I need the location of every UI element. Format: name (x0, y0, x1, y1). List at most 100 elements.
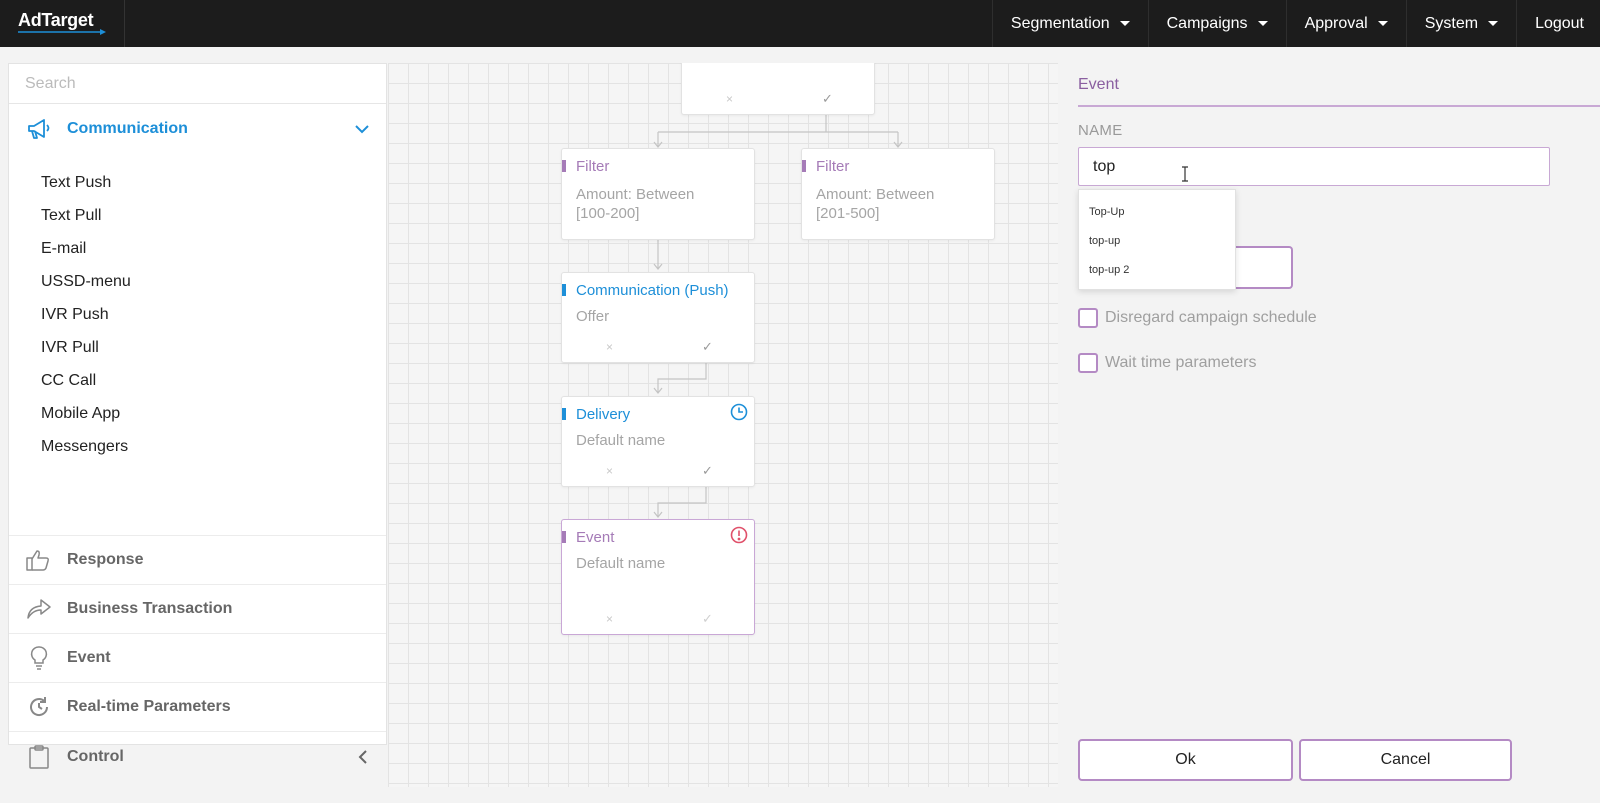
sidebar-item-email[interactable]: E-mail (41, 240, 87, 257)
sidebar-item-text-pull[interactable]: Text Pull (41, 207, 102, 224)
node-type-marker (562, 408, 566, 420)
app-logo[interactable]: AdTarget (0, 0, 125, 47)
node-subtitle: Offer (576, 308, 610, 325)
cancel-button[interactable]: Cancel (1299, 739, 1512, 781)
reject-icon[interactable]: × (606, 612, 614, 626)
alert-icon[interactable] (730, 526, 748, 544)
section-communication[interactable]: Communication (9, 104, 386, 154)
clipboard-icon (25, 743, 53, 771)
sidebar-item-ivr-push[interactable]: IVR Push (41, 306, 109, 323)
node-subtitle: Default name (576, 432, 666, 449)
event-properties-panel: Event NAME Top-Up top-up top-up 2 Disreg… (1060, 63, 1600, 787)
caret-down-icon (1377, 21, 1388, 26)
sidebar-item-mobile-app[interactable]: Mobile App (41, 405, 121, 422)
accept-icon[interactable]: ✓ (822, 91, 833, 106)
section-business-transaction[interactable]: Business Transaction (9, 585, 386, 634)
node-connectors (653, 115, 903, 518)
suggestion-item[interactable]: Top-Up (1089, 206, 1125, 218)
accept-icon[interactable]: ✓ (702, 463, 713, 478)
logo-arrow-icon (18, 29, 106, 35)
nav-label: Approval (1304, 14, 1368, 32)
chevron-left-icon[interactable] (354, 749, 370, 765)
node-title: Filter (576, 158, 610, 175)
suggestion-item[interactable]: top-up (1089, 235, 1121, 247)
section-response[interactable]: Response (9, 536, 386, 585)
sidebar-item-ivr-pull[interactable]: IVR Pull (41, 339, 99, 356)
tab-underline (1078, 105, 1600, 107)
section-label: Communication (67, 120, 188, 137)
flow-node-delivery[interactable]: Delivery Default name × ✓ (561, 396, 755, 487)
flow-node-event[interactable]: Event Default name × ✓ (561, 519, 755, 635)
node-title: Communication (Push) (576, 282, 729, 299)
sidebar-item-ussd-menu[interactable]: USSD-menu (41, 273, 131, 290)
caret-down-icon (1119, 21, 1130, 26)
caret-down-icon (1488, 21, 1499, 26)
node-type-marker (562, 531, 566, 543)
tab-event[interactable]: Event (1078, 76, 1119, 93)
section-real-time-parameters[interactable]: Real-time Parameters (9, 683, 386, 732)
nav-campaigns[interactable]: Campaigns (1147, 0, 1286, 47)
autocomplete-dropdown: Top-Up top-up top-up 2 (1078, 189, 1236, 290)
nav-approval[interactable]: Approval (1285, 0, 1406, 47)
nav-label: Segmentation (1010, 14, 1110, 32)
logo-text: AdTarget (18, 10, 94, 30)
section-event[interactable]: Event (9, 634, 386, 683)
sidebar-item-cc-call[interactable]: CC Call (41, 372, 97, 389)
accept-icon[interactable]: ✓ (702, 339, 713, 354)
accept-icon[interactable]: ✓ (702, 611, 713, 626)
node-type-marker (562, 284, 566, 296)
ok-button[interactable]: Ok (1078, 739, 1293, 781)
name-label: NAME (1078, 122, 1123, 139)
flow-node-filter-2[interactable]: Filter Amount: Between[201-500] (801, 148, 995, 240)
section-label: Business Transaction (67, 600, 233, 617)
element-palette-sidebar: Communication Text Push Text Pull E-mail… (8, 63, 387, 769)
name-input[interactable] (1078, 147, 1550, 186)
flow-node-communication-push[interactable]: Communication (Push) Offer × ✓ (561, 272, 755, 363)
disregard-schedule-checkbox[interactable] (1078, 308, 1098, 328)
flow-node-root[interactable]: × ✓ (681, 63, 875, 115)
chevron-down-icon[interactable] (354, 121, 370, 137)
nav-logout[interactable]: Logout (1516, 0, 1600, 47)
main-nav: Segmentation Campaigns Approval System L… (991, 0, 1600, 47)
nav-label: System (1424, 14, 1479, 32)
refresh-clock-icon (25, 693, 53, 721)
nav-system[interactable]: System (1405, 0, 1516, 47)
section-label: Control (67, 747, 124, 765)
node-subtitle-line: [100-200] (576, 205, 640, 222)
section-label: Response (67, 551, 144, 568)
reject-icon[interactable]: × (726, 92, 734, 106)
checkbox-label: Wait time parameters (1105, 354, 1257, 371)
sidebar-item-messengers[interactable]: Messengers (41, 438, 129, 455)
node-type-marker (562, 160, 566, 172)
checkbox-label: Disregard campaign schedule (1105, 309, 1317, 326)
section-label: Event (67, 649, 111, 666)
thumbs-up-icon (25, 546, 53, 574)
reject-icon[interactable]: × (606, 464, 614, 478)
wait-time-checkbox[interactable] (1078, 353, 1098, 373)
nav-segmentation[interactable]: Segmentation (991, 0, 1148, 47)
sidebar-item-text-push[interactable]: Text Push (41, 174, 112, 191)
node-title: Delivery (576, 406, 631, 423)
node-subtitle-line: Amount: Between (816, 186, 935, 203)
disregard-schedule-option[interactable]: Disregard campaign schedule (1078, 308, 1317, 328)
suggestion-item[interactable]: top-up 2 (1089, 264, 1130, 276)
reject-icon[interactable]: × (606, 340, 614, 354)
node-subtitle-line: Amount: Between (576, 186, 695, 203)
node-title: Filter (816, 158, 850, 175)
nav-label: Logout (1535, 14, 1584, 32)
clock-icon[interactable] (730, 403, 748, 421)
communication-items: Text Push Text Pull E-mail USSD-menu IVR… (9, 154, 386, 536)
share-arrow-icon (25, 595, 53, 623)
search-input[interactable] (9, 64, 386, 104)
top-navigation-bar: AdTarget Segmentation Campaigns Approval… (0, 0, 1600, 47)
node-subtitle: Amount: Between [100-200] (576, 185, 694, 223)
flow-node-filter-1[interactable]: Filter Amount: Between [100-200] (561, 148, 755, 240)
text-cursor-icon (1182, 166, 1188, 182)
flow-canvas[interactable]: × ✓ Filter Amount: Between [100-200] Filt… (388, 63, 1058, 787)
section-control[interactable]: Control (9, 732, 386, 781)
node-subtitle: Default name (576, 555, 666, 572)
megaphone-icon (25, 115, 53, 143)
caret-down-icon (1257, 21, 1268, 26)
section-label: Real-time Parameters (67, 698, 231, 715)
wait-time-option[interactable]: Wait time parameters (1078, 353, 1256, 373)
